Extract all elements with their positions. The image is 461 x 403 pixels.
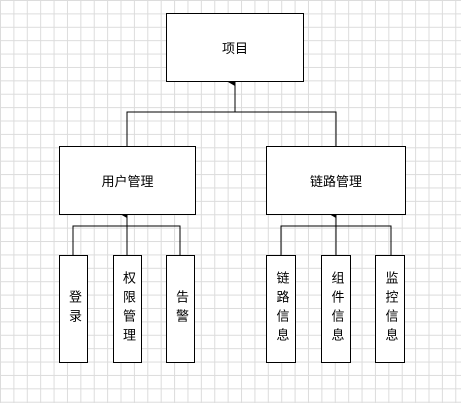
connector-root — [126, 82, 337, 146]
node-user-mgmt[interactable]: 用户管理 — [59, 146, 196, 215]
node-user-mgmt-label: 用户管理 — [101, 175, 154, 190]
node-permission-label: 权限管理 — [120, 271, 135, 347]
node-link-mgmt[interactable]: 链路管理 — [266, 146, 406, 215]
node-monitor-info-label: 监控信息 — [382, 271, 398, 347]
node-login-label: 登录 — [66, 290, 81, 328]
node-link-mgmt-label: 链路管理 — [309, 175, 362, 190]
node-monitor-info[interactable]: 监控信息 — [375, 255, 405, 363]
connector-link-mgmt — [280, 225, 392, 255]
node-login[interactable]: 登录 — [59, 255, 88, 363]
node-link-info-label: 链路信息 — [273, 271, 289, 347]
node-root[interactable]: 项目 — [166, 13, 304, 82]
node-component-info[interactable]: 组件信息 — [321, 255, 351, 363]
node-alarm[interactable]: 告警 — [166, 255, 195, 363]
node-component-info-label: 组件信息 — [328, 271, 344, 347]
node-alarm-label: 告警 — [173, 290, 188, 328]
node-permission[interactable]: 权限管理 — [113, 255, 142, 363]
connector-user-mgmt — [72, 225, 181, 255]
node-link-info[interactable]: 链路信息 — [266, 255, 296, 363]
node-root-label: 项目 — [221, 42, 248, 57]
